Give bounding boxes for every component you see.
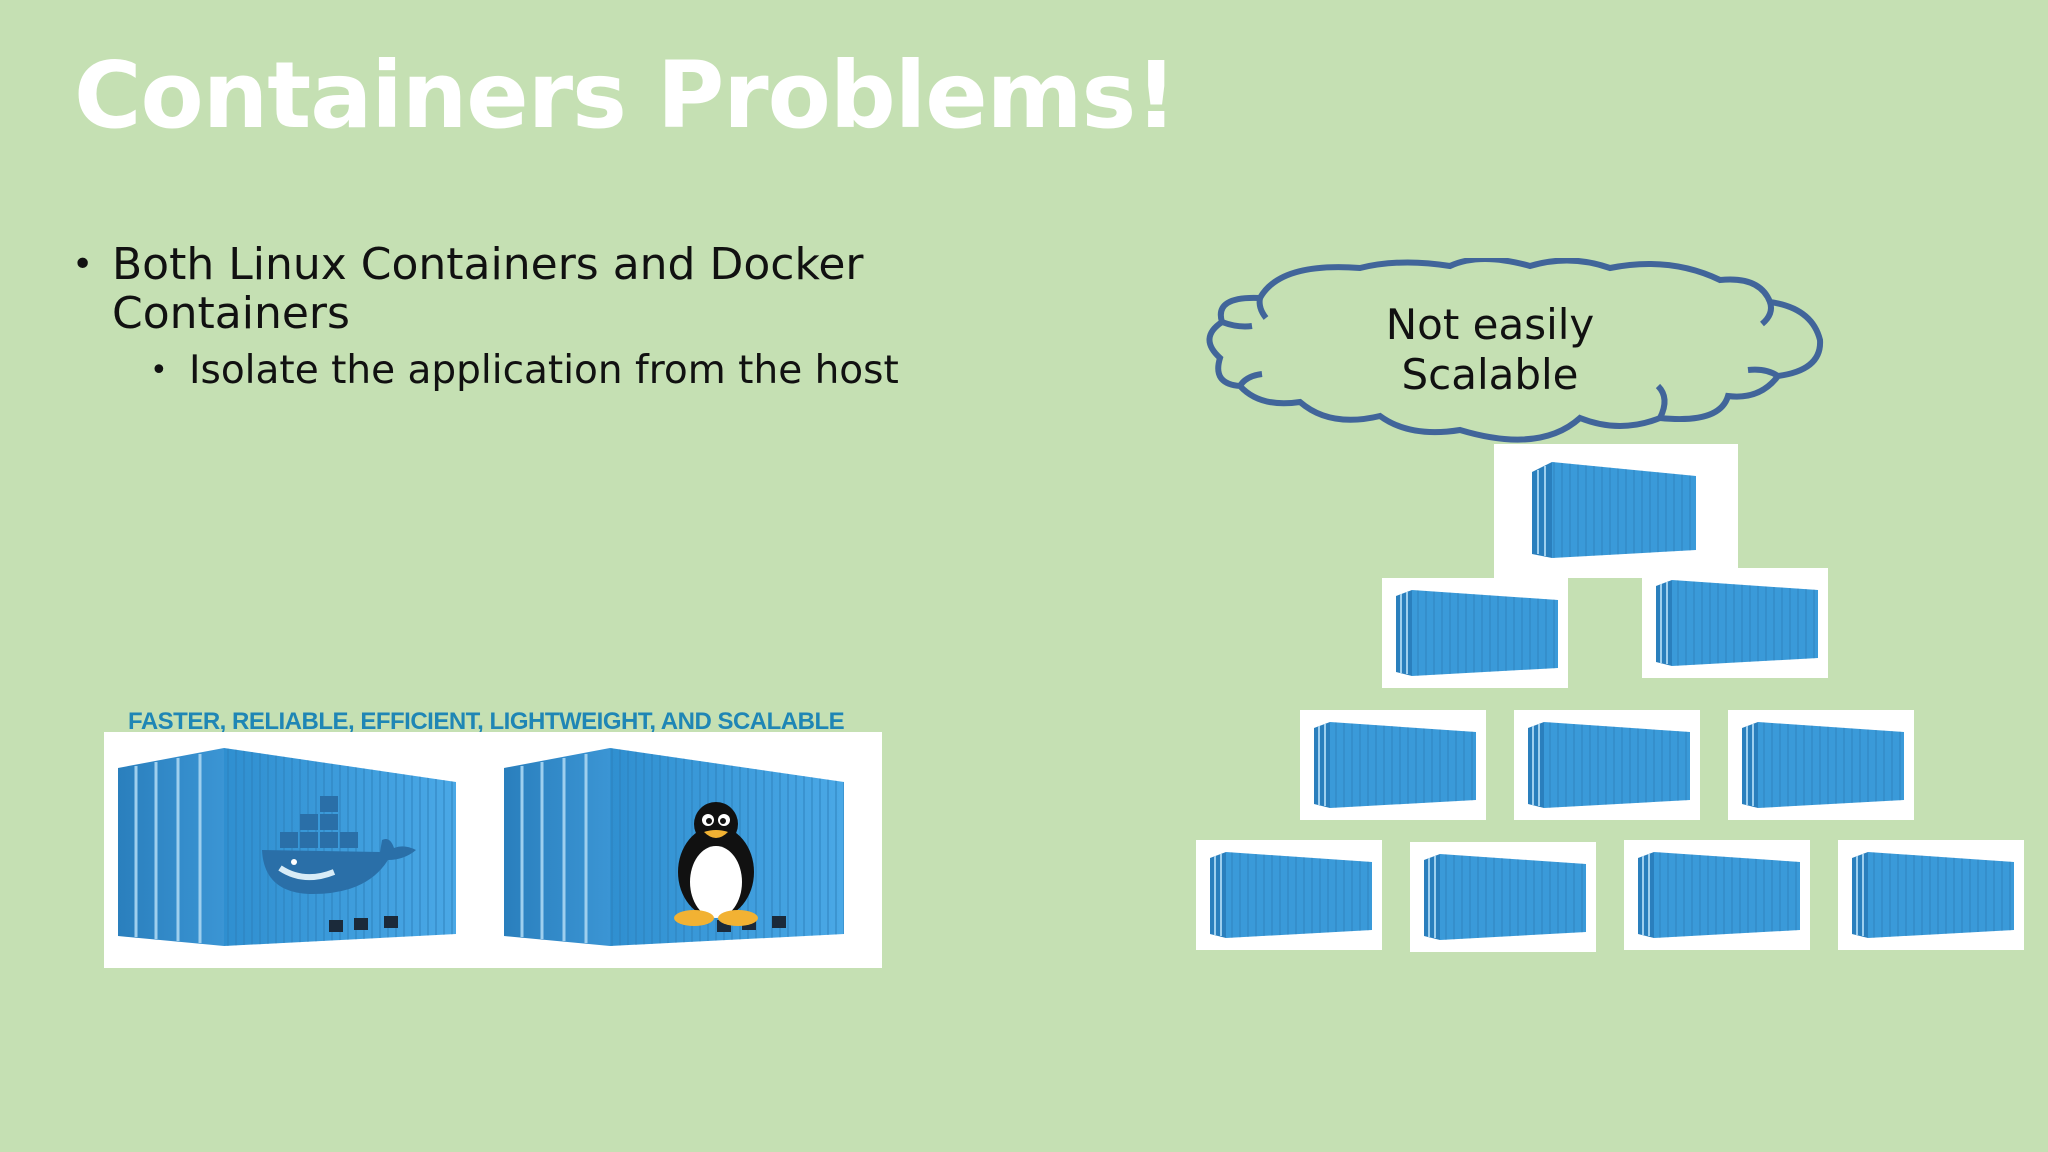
container-tile [1838,840,2024,950]
bullet-list: • Both Linux Containers and Docker Conta… [72,240,972,394]
slide-title: Containers Problems! [74,42,1177,149]
container-icon [1638,852,1800,938]
sub-bullet-glyph: • [150,353,168,388]
container-tile [1196,840,1382,950]
container-tile [1624,840,1810,950]
callout-line-1: Not easily [1385,300,1595,349]
container-tile [1382,578,1568,688]
container-icon [1532,462,1696,558]
container-icon [1742,722,1904,808]
callout-text: Not easily Scalable [1340,300,1640,400]
container-icon [1852,852,2014,938]
docker-whale-icon [262,796,416,895]
container-icon [1314,722,1476,808]
linux-tux-icon [674,802,758,926]
callout-line-2: Scalable [1401,350,1579,399]
container-tile [1494,444,1738,578]
container-tile [1514,710,1700,820]
bullet-item: • Both Linux Containers and Docker Conta… [72,240,972,338]
containers-photo-svg [118,748,844,946]
docker-container-icon [118,748,456,946]
container-tile [1300,710,1486,820]
container-icon [1424,854,1586,940]
bullet-text: Both Linux Containers and Docker Contain… [112,239,864,339]
container-tile [1410,842,1596,952]
container-tile [1728,710,1914,820]
linux-container-icon [504,748,844,946]
sub-bullet-text: Isolate the application from the host [189,348,899,393]
containers-photo [104,732,882,968]
container-icon [1656,580,1818,666]
container-icon [1210,852,1372,938]
sub-bullet-item: • Isolate the application from the host [72,348,972,394]
bullet-glyph: • [72,244,94,285]
container-icon [1396,590,1558,676]
image-caption: FASTER, RELIABLE, EFFICIENT, LIGHTWEIGHT… [128,708,845,735]
cloud-callout-icon [1206,258,1824,443]
container-tile [1642,568,1828,678]
container-icon [1528,722,1690,808]
